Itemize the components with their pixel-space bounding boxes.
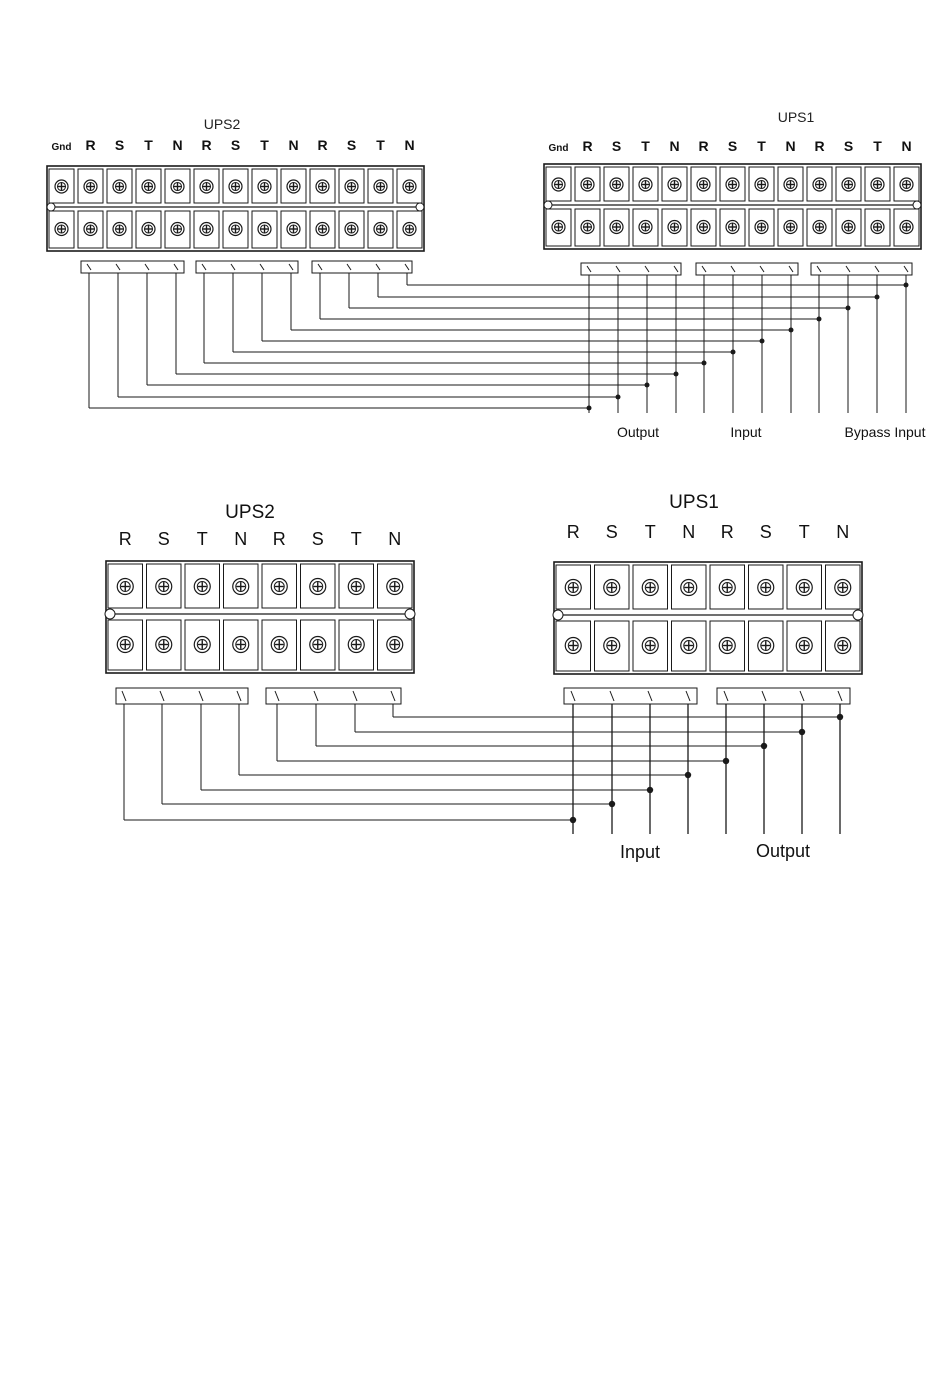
ups1-terminal-block [544,164,921,249]
terminal-label: T [351,529,362,549]
ups2-terminal-block [47,166,424,251]
ups2-terminal-labels: Gnd R S T N R S T N R S T N [52,137,415,153]
ups2-title-2: UPS2 [225,502,275,523]
ups2-title: UPS2 [204,116,241,132]
terminal-label: R [273,529,286,549]
terminal-label: R [814,138,824,154]
terminal-bar [564,688,697,704]
terminal-label: R [582,138,592,154]
terminal-label: R [85,137,95,153]
mounting-hole-icon [853,610,863,620]
mounting-hole-icon [544,201,552,209]
terminal-label: T [799,522,810,542]
terminal-label: S [347,137,356,153]
terminal-label: S [728,138,737,154]
ups1-title: UPS1 [778,109,815,125]
terminal-label: R [567,522,580,542]
terminal-label: N [172,137,182,153]
terminal-label: T [376,137,385,153]
terminal-label: N [234,529,247,549]
ups1-terminal-labels: Gnd R S T N R S T N R S T N [549,138,912,154]
terminal-label: S [312,529,324,549]
terminal-label: N [682,522,695,542]
terminal-label: N [836,522,849,542]
terminal-bar [116,688,248,704]
interconnect-wires-2 [124,704,843,834]
terminal-label: T [260,137,269,153]
terminal-label: T [873,138,882,154]
terminal-label: N [404,137,414,153]
terminal-label: S [231,137,240,153]
group-label-input: Input [730,424,761,440]
terminal-label: R [201,137,211,153]
group-label-output-2: Output [756,841,810,861]
mounting-hole-icon [553,610,563,620]
terminal-bar [696,263,798,275]
diagram-2: UPS2 UPS1 R S T N R S T N R S T N R S T N Input Output [105,492,863,862]
ups1-terminal-block-2 [553,562,863,674]
mounting-hole-icon [105,609,115,619]
terminal-label: R [698,138,708,154]
terminal-bar [717,688,850,704]
terminal-label: Gnd [52,142,72,153]
terminal-bar [81,261,184,273]
terminal-label: T [645,522,656,542]
terminal-label: N [901,138,911,154]
terminal-label: T [197,529,208,549]
mounting-hole-icon [405,609,415,619]
mounting-hole-icon [416,203,424,211]
group-label-output: Output [617,424,659,440]
terminal-label: T [144,137,153,153]
terminal-label: N [785,138,795,154]
terminal-label: S [606,522,618,542]
mounting-hole-icon [47,203,55,211]
terminal-label: S [158,529,170,549]
terminal-label: T [757,138,766,154]
terminal-label: N [669,138,679,154]
terminal-bars-2 [116,688,850,704]
interconnect-wires [89,273,909,413]
terminal-bar [312,261,412,273]
terminal-label: R [317,137,327,153]
terminal-label: S [844,138,853,154]
diagram-1: UPS2 UPS1 Gnd R S T N R S T N R S T N Gnd R S T N R S T N R S T… [47,109,926,440]
terminal-label: S [760,522,772,542]
terminal-label: T [641,138,650,154]
terminal-label: N [288,137,298,153]
mounting-hole-icon [913,201,921,209]
group-label-bypass-input: Bypass Input [845,424,926,440]
terminal-label: Gnd [549,143,569,154]
terminal-label: R [721,522,734,542]
terminal-bar [266,688,401,704]
terminal-bar [811,263,912,275]
terminal-bar [196,261,298,273]
terminal-label: N [388,529,401,549]
terminal-bar [581,263,681,275]
ups1-title-2: UPS1 [669,492,719,513]
group-label-input-2: Input [620,842,660,862]
ups2-terminal-block-2 [105,561,415,673]
terminal-label: R [119,529,132,549]
terminal-label: S [612,138,621,154]
terminal-label: S [115,137,124,153]
terminal-bars [81,261,912,275]
